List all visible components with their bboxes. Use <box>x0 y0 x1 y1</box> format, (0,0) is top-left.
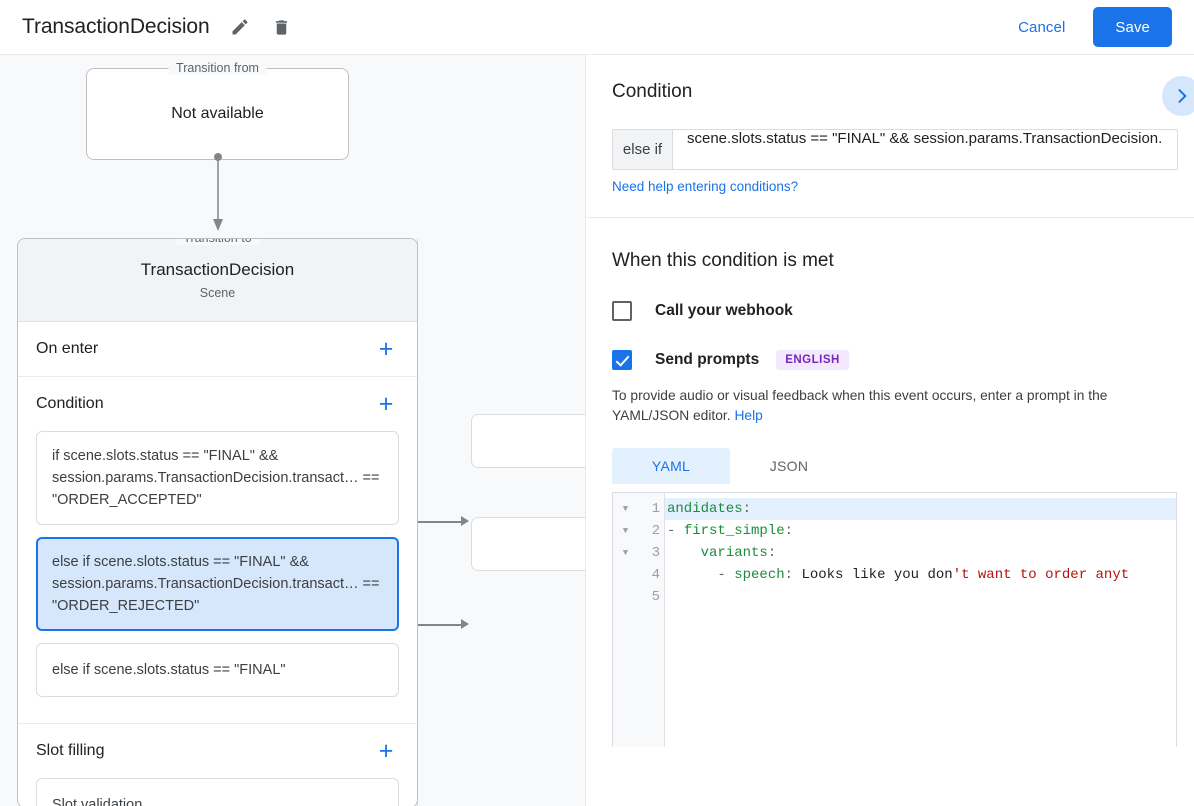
section-title: On enter <box>36 340 99 357</box>
condition-help-link[interactable]: Need help entering conditions? <box>612 179 799 194</box>
section-on-enter: On enter + <box>18 322 417 377</box>
code-content[interactable]: andidates:- first_simple: variants: - sp… <box>665 493 1176 747</box>
condition-expression-input[interactable]: scene.slots.status == "FINAL" && session… <box>673 130 1177 169</box>
call-webhook-label[interactable]: Call your webhook <box>655 302 793 319</box>
code-token: Looks like you don <box>801 567 953 583</box>
code-line-number: 2 <box>651 523 660 539</box>
scene-header[interactable]: TransactionDecision Scene <box>18 239 417 322</box>
when-met-heading: When this condition is met <box>612 250 834 271</box>
chevron-right-icon[interactable] <box>1162 76 1194 116</box>
transition-target-stub[interactable] <box>471 414 585 468</box>
scene-graph-panel: Transition from Not available Transition… <box>0 55 586 806</box>
section-title: Slot filling <box>36 742 105 759</box>
code-token: - <box>667 567 735 583</box>
top-app-bar: TransactionDecision Cancel Save <box>0 0 1194 55</box>
code-token: : <box>742 501 752 517</box>
edge-line <box>400 521 462 523</box>
code-line-number: 3 <box>651 545 660 561</box>
transition-target-stub[interactable] <box>471 517 585 571</box>
scene-name: TransactionDecision <box>140 260 295 279</box>
editor-format-tabs: YAML JSON <box>612 448 1169 484</box>
when-condition-met-section: When this condition is met Call your web… <box>587 250 1194 747</box>
code-token: : <box>767 545 777 561</box>
section-header: On enter + <box>36 322 399 376</box>
add-on-enter-button[interactable]: + <box>378 334 394 363</box>
code-line[interactable]: andidates: <box>665 498 1176 520</box>
transition-to-legend: Transition to <box>175 239 260 245</box>
code-fold-triangle-icon[interactable]: ▼ <box>622 504 629 514</box>
transition-connector-arrow <box>213 153 223 231</box>
section-header: Condition + <box>36 377 399 431</box>
code-token: - <box>667 523 684 539</box>
prompt-description-text: To provide audio or visual feedback when… <box>612 388 1108 423</box>
section-slot-filling: Slot filling + Slot validation <box>18 724 417 806</box>
webhook-row: Call your webhook <box>612 301 1169 321</box>
code-fold-triangle-icon[interactable]: ▼ <box>622 526 629 536</box>
code-line[interactable]: variants: <box>665 542 1176 564</box>
add-slot-filling-button[interactable]: + <box>378 736 394 765</box>
code-line-number: 5 <box>651 589 660 605</box>
condition-prefix-label: else if <box>613 130 673 169</box>
page-title: TransactionDecision <box>22 15 210 38</box>
code-fold-spacer <box>613 564 638 586</box>
edge-line <box>400 624 462 626</box>
condition-item-selected[interactable]: else if scene.slots.status == "FINAL" &&… <box>36 537 399 631</box>
transition-from-legend: Transition from <box>168 61 267 75</box>
code-token: : <box>784 567 802 583</box>
add-condition-button[interactable]: + <box>378 389 394 418</box>
code-line[interactable]: - first_simple: <box>665 520 1176 542</box>
tab-yaml[interactable]: YAML <box>612 448 730 484</box>
code-fold-triangle-icon[interactable]: ▼ <box>622 548 629 558</box>
edge-arrow <box>461 516 469 526</box>
trash-icon[interactable] <box>270 15 294 39</box>
section-title: Condition <box>36 395 104 412</box>
code-token <box>667 545 701 561</box>
code-token: andidates <box>667 501 743 517</box>
transition-from-card[interactable]: Transition from Not available <box>86 61 349 160</box>
transition-to-card: Transition to TransactionDecision Scene … <box>17 238 418 806</box>
condition-item[interactable]: else if scene.slots.status == "FINAL" <box>36 643 399 697</box>
send-prompts-label[interactable]: Send prompts <box>655 351 760 368</box>
condition-detail-panel: Condition else if scene.slots.status == … <box>587 55 1194 806</box>
condition-heading: Condition <box>612 81 693 102</box>
save-button[interactable]: Save <box>1093 7 1172 47</box>
code-line[interactable] <box>665 586 1176 608</box>
tab-json[interactable]: JSON <box>769 458 809 474</box>
code-token: first_simple <box>683 523 785 539</box>
code-fold-column: ▼ ▼ ▼ <box>613 493 638 747</box>
code-token: : <box>784 523 794 539</box>
scene-type: Scene <box>199 286 236 300</box>
send-prompts-row: Send prompts ENGLISH <box>612 350 1169 370</box>
edge-arrow <box>461 619 469 629</box>
condition-item[interactable]: if scene.slots.status == "FINAL" && sess… <box>36 431 399 525</box>
send-prompts-checkbox[interactable] <box>612 350 632 370</box>
code-token: speech <box>734 567 785 583</box>
condition-editor-section: Condition else if scene.slots.status == … <box>587 55 1194 218</box>
code-line-number: 4 <box>651 567 660 583</box>
condition-input-row[interactable]: else if scene.slots.status == "FINAL" &&… <box>612 129 1178 170</box>
code-token: 't want to order anyt <box>952 567 1130 583</box>
prompt-description: To provide audio or visual feedback when… <box>612 386 1169 426</box>
help-link[interactable]: Help <box>734 408 763 423</box>
code-line-number-gutter: 1 2 3 4 5 <box>638 493 665 747</box>
transition-from-value: Not available <box>171 105 264 122</box>
slot-filling-item[interactable]: Slot validation <box>36 778 399 806</box>
code-fold-spacer <box>613 586 638 608</box>
call-webhook-checkbox[interactable] <box>612 301 632 321</box>
language-badge: ENGLISH <box>776 350 849 370</box>
section-condition: Condition + if scene.slots.status == "FI… <box>18 377 417 724</box>
code-line[interactable]: - speech: Looks like you don't want to o… <box>665 564 1176 586</box>
section-header: Slot filling + <box>36 724 399 778</box>
pencil-icon[interactable] <box>228 15 252 39</box>
code-line-number: 1 <box>651 501 660 517</box>
code-token: variants <box>700 545 768 561</box>
cancel-button[interactable]: Cancel <box>1004 11 1079 44</box>
